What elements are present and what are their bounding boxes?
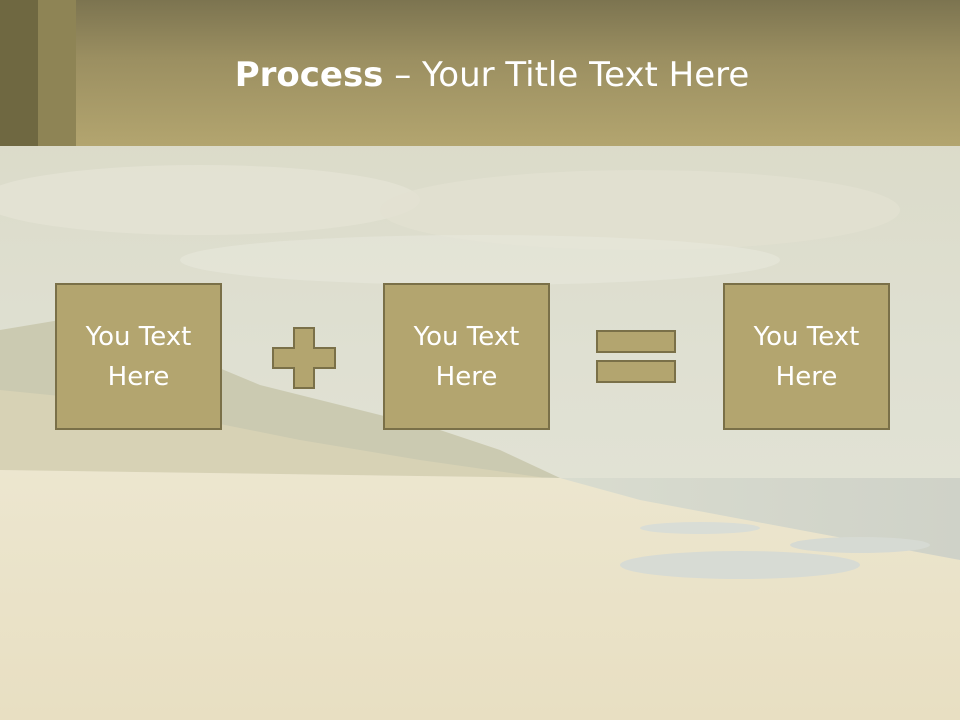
process-box-3: You Text Here: [723, 283, 890, 430]
title-header-band: [0, 0, 960, 146]
decorative-stripe: [0, 0, 38, 146]
equals-icon: [596, 330, 676, 383]
process-box-1-text: You Text Here: [85, 321, 192, 392]
slide-title: Process – Your Title Text Here: [0, 52, 960, 98]
process-box-3-text: You Text Here: [753, 321, 860, 392]
decorative-stripe: [38, 0, 76, 146]
process-box-2-text: You Text Here: [413, 321, 520, 392]
process-box-2: You Text Here: [383, 283, 550, 430]
process-box-1: You Text Here: [55, 283, 222, 430]
slide-title-bold: Process: [234, 55, 384, 95]
plus-icon: [272, 327, 336, 389]
slide-title-rest: – Your Title Text Here: [383, 55, 750, 95]
